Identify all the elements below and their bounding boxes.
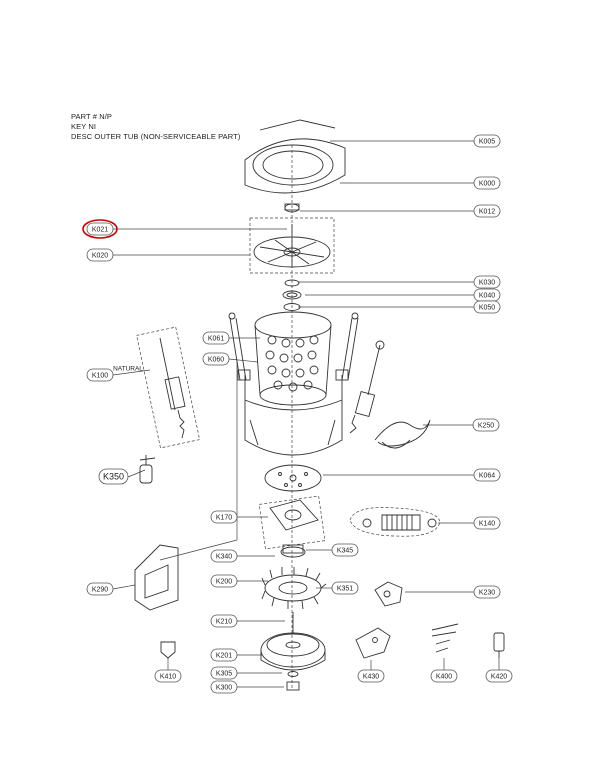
label-bubble [485, 669, 513, 683]
label-k064: K064 [479, 472, 495, 479]
damper-right [349, 340, 385, 434]
label-k351: K351 [337, 585, 353, 592]
part-number-text: PART # N/P [71, 112, 113, 121]
key-text: KEY NI [71, 122, 97, 131]
base-plate [264, 464, 322, 492]
wire-harness [374, 419, 431, 449]
label-k030: K030 [479, 279, 495, 286]
label-bubble [357, 669, 385, 683]
label-k140: K140 [479, 520, 495, 527]
label-k201: K201 [216, 652, 232, 659]
drain-hose [349, 507, 441, 537]
label-k040: K040 [479, 292, 495, 299]
damper-left [136, 326, 201, 449]
label-bubble [86, 248, 114, 262]
label-k305: K305 [216, 670, 232, 677]
label-bubble [430, 669, 458, 683]
mounting-bracket [374, 581, 403, 607]
label-bubble [210, 666, 238, 680]
label-k100: K100 [92, 372, 108, 379]
motor-stator [261, 567, 327, 610]
label-bubble [331, 543, 359, 557]
label-bubble [154, 669, 182, 683]
label-bubble [472, 418, 500, 432]
label-bubble [210, 510, 238, 524]
label-k350: K350 [103, 471, 124, 481]
label-k340: K340 [216, 553, 232, 560]
label-bubble [473, 176, 501, 190]
label-k290: K290 [92, 586, 108, 593]
label-bubble [473, 275, 501, 289]
label-bubble [202, 352, 230, 366]
label-bubble [331, 581, 359, 595]
inner-drum [254, 311, 332, 406]
label-k000: K000 [479, 180, 495, 187]
label-k061: K061 [208, 335, 224, 342]
suspension-rods [228, 312, 359, 381]
label-bubble [202, 331, 230, 345]
pulsator-cap [284, 203, 300, 213]
label-k012: K012 [479, 208, 495, 215]
label-k300: K300 [216, 684, 232, 691]
top-cover-ring [244, 119, 346, 194]
label-bubble [473, 468, 501, 482]
label-k345: K345 [337, 547, 353, 554]
label-k060: K060 [208, 356, 224, 363]
drain-pump [134, 544, 179, 611]
label-bubble [86, 222, 114, 236]
small-parts-row [160, 623, 505, 659]
label-k050: K050 [479, 304, 495, 311]
label-k021: K021 [92, 226, 108, 233]
label-bubble [98, 468, 129, 485]
outer-tub [237, 369, 349, 456]
description-text: DESC OUTER TUB (NON-SERVICEABLE PART) [71, 132, 241, 141]
label-bubble [473, 300, 501, 314]
label-k210: K210 [216, 618, 232, 625]
pulsator-assembly [249, 217, 335, 274]
highlight-circle [82, 219, 118, 239]
label-bubble [210, 680, 238, 694]
seal-washers [282, 279, 302, 311]
label-bubble [473, 585, 501, 599]
label-k005: K005 [479, 138, 495, 145]
label-bubble [473, 204, 501, 218]
label-k420: K420 [491, 673, 507, 680]
part-info-header: PART # N/P KEY NI DESC OUTER TUB (NON-SE… [71, 112, 391, 142]
label-k410: K410 [160, 673, 176, 680]
rotor-bolt-washer [286, 671, 300, 691]
sensor-part [139, 455, 156, 484]
label-bubble [210, 614, 238, 628]
label-k230: K230 [479, 589, 495, 596]
label-k200: K200 [216, 578, 232, 585]
leader-lines [112, 140, 500, 690]
label-k170: K170 [216, 514, 232, 521]
label-bubble [210, 549, 238, 563]
label-bubble [86, 582, 114, 596]
shaft-bearing [280, 544, 306, 558]
label-k020: K020 [92, 252, 108, 259]
label-bubble [86, 368, 114, 382]
label-k005-bg [473, 134, 501, 148]
label-k400: K400 [436, 673, 452, 680]
label-k430: K430 [363, 673, 379, 680]
label-bubble [210, 648, 238, 662]
label-bubble [210, 574, 238, 588]
label-natural: NATURAL [113, 366, 143, 373]
label-k250: K250 [478, 422, 494, 429]
rotor [260, 612, 326, 671]
label-bubble [473, 516, 501, 530]
